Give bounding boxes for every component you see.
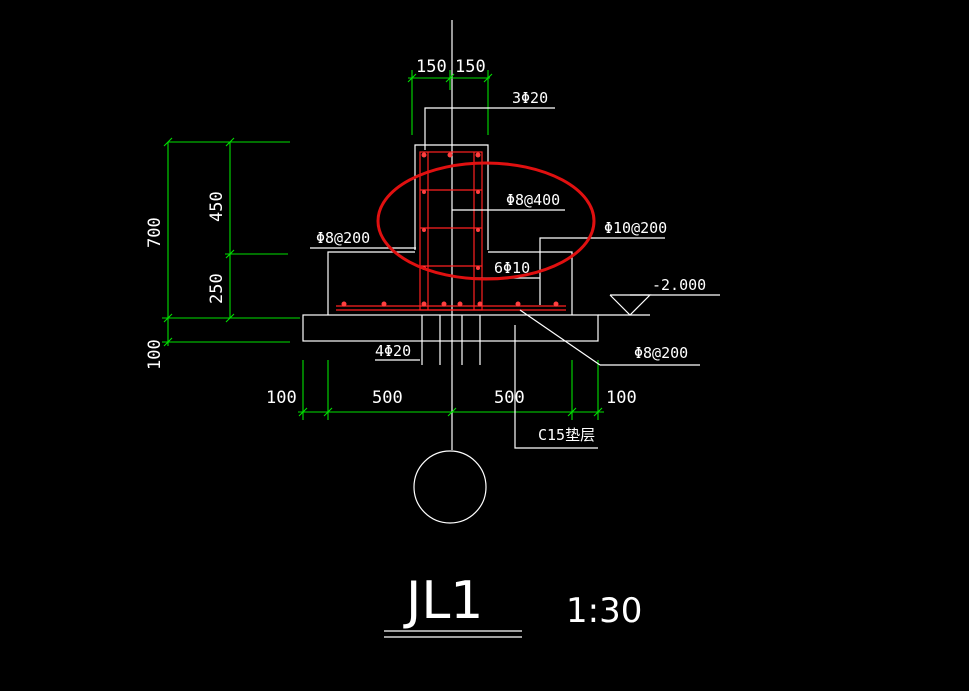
dim-upper-height: 450 (207, 191, 227, 222)
dim-pad-left: 100 (266, 388, 297, 408)
dim-base-left: 500 (372, 388, 403, 408)
dim-total-height: 700 (145, 217, 165, 248)
reinforcement (336, 151, 566, 311)
dim-col-left: 150 (416, 57, 447, 77)
dim-col-right: 150 (455, 57, 486, 77)
label-stirrup-upper: Φ8@400 (506, 191, 560, 209)
dim-pad-right: 100 (606, 388, 637, 408)
label-bottom-bars: 4Φ20 (375, 342, 411, 360)
dimension-lines (162, 70, 604, 420)
label-base-bars: Φ8@200 (634, 344, 688, 362)
drawing-scale: 1:30 (566, 591, 642, 631)
dim-base-right: 500 (494, 388, 525, 408)
beam-outline (302, 144, 599, 365)
dim-cushion-height: 100 (145, 339, 165, 370)
label-cushion: C15垫层 (538, 426, 595, 444)
label-top-bars: 3Φ20 (512, 89, 548, 107)
highlight-circle (376, 161, 596, 281)
section-circle (413, 450, 487, 524)
label-elevation: -2.000 (652, 276, 706, 294)
label-stirrup-right: Φ10@200 (604, 219, 667, 237)
label-side-bars: 6Φ10 (494, 259, 530, 277)
dim-lower-height: 250 (207, 273, 227, 304)
drawing-title: JL1 (403, 571, 483, 631)
label-stirrup-left: Φ8@200 (316, 229, 370, 247)
